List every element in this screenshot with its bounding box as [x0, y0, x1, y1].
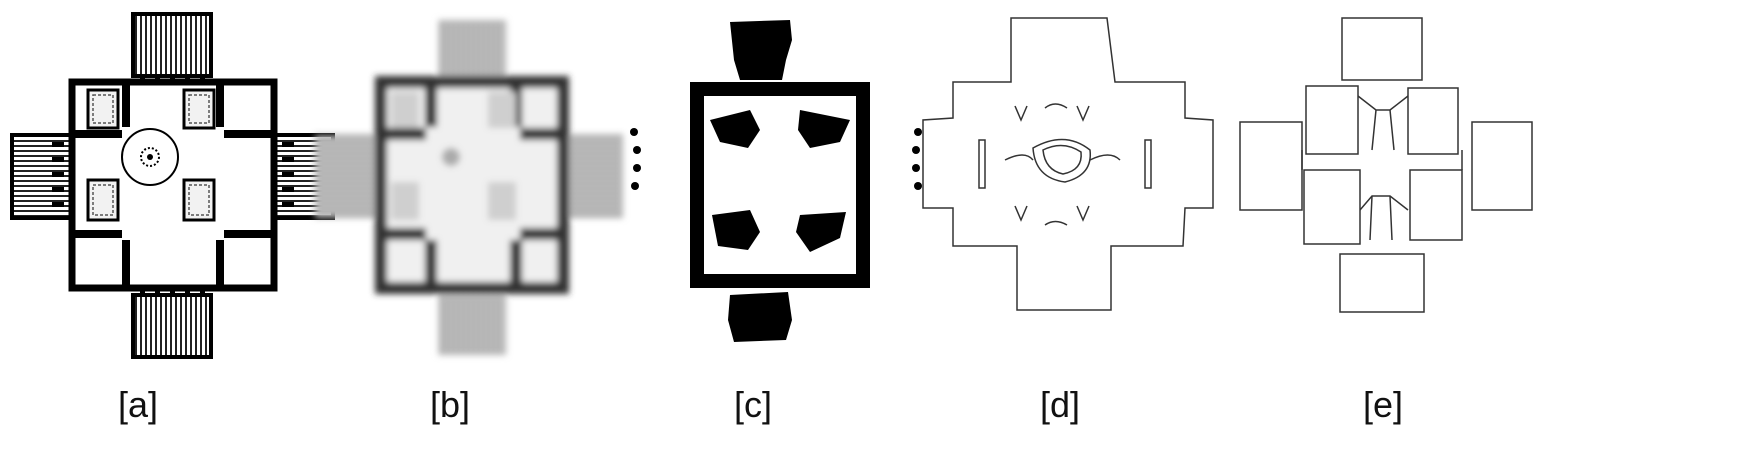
panel-label-d: [d] — [1039, 384, 1081, 425]
panel-a — [0, 0, 345, 451]
room-north — [1341, 17, 1423, 81]
portico-south — [131, 293, 213, 359]
central-ring — [1032, 138, 1092, 183]
cross-outline — [922, 17, 1214, 311]
room-ne — [1407, 87, 1459, 155]
wall-blob-south — [728, 292, 792, 342]
panel-label-c: [c] — [733, 384, 772, 425]
room-sw — [1303, 169, 1361, 245]
plan-drawing-thresholded — [630, 20, 922, 342]
room-se — [1409, 169, 1463, 241]
wall-blob-north — [730, 20, 792, 80]
portico-north — [131, 12, 213, 78]
panel-d — [922, 0, 1380, 451]
room-east — [1471, 121, 1533, 211]
panel-label-b: [b] — [429, 384, 471, 425]
panel-e — [1239, 0, 1738, 451]
room-nw — [1305, 85, 1359, 155]
panel-c — [630, 0, 1035, 451]
panel-b — [315, 0, 690, 451]
plan-room-segmentation — [1239, 17, 1533, 313]
panel-label-e: [e] — [1362, 384, 1404, 425]
panel-label-a: [a] — [117, 384, 159, 425]
room-south — [1339, 253, 1425, 313]
plan-drawing-original — [10, 12, 335, 359]
plan-drawing-blurred — [315, 20, 623, 355]
plan-contour-outline — [922, 17, 1214, 311]
wall-outline — [690, 82, 870, 288]
